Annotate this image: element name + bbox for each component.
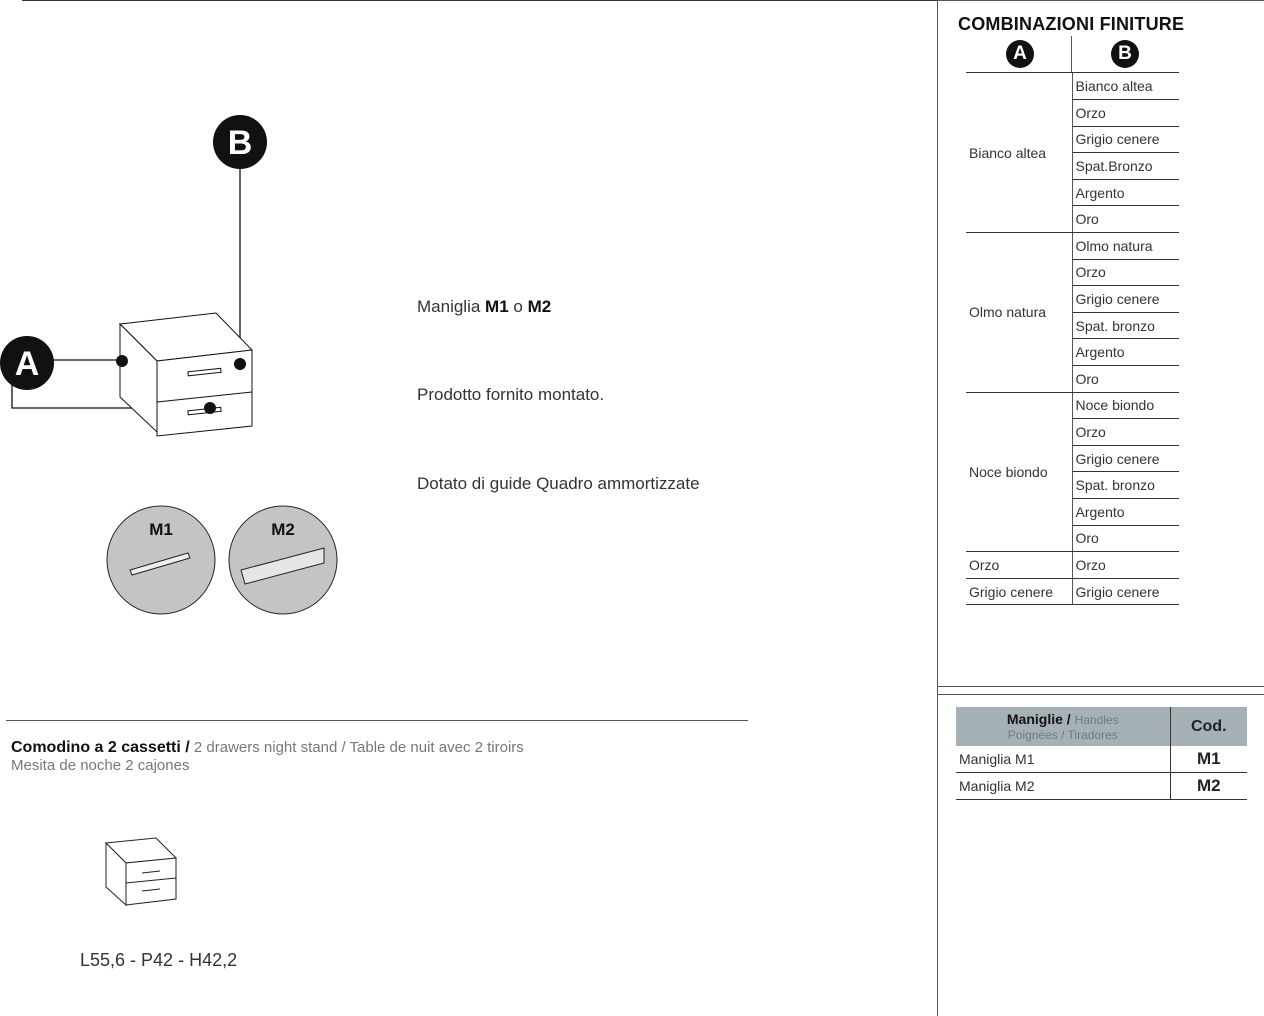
- handles-table: Maniglie / Handles Poignées / Tiradores …: [956, 707, 1247, 800]
- finish-b-cell: Grigio cenere: [1072, 126, 1179, 154]
- product-dimensions: L55,6 - P42 - H42,2: [80, 950, 238, 970]
- finish-a-cell: Olmo natura: [966, 232, 1073, 393]
- finish-b-cell: Orzo: [1072, 259, 1179, 287]
- table-row: Argento: [966, 338, 1179, 367]
- handle-note-m2: M2: [527, 297, 552, 316]
- product-rule: [6, 720, 748, 721]
- handle-m1-swatch: M1: [106, 505, 216, 615]
- finishes-column-divider-head: [1071, 36, 1072, 73]
- top-rule: [22, 0, 938, 1]
- table-row: Spat. bronzo: [966, 471, 1179, 499]
- finish-b-cell: Grigio cenere: [1072, 285, 1179, 313]
- finish-b-cell: Orzo: [1072, 99, 1179, 127]
- table-row: Argento: [966, 179, 1179, 207]
- nightstand-thumbnail: [104, 837, 178, 907]
- label-b-badge-icon: B: [213, 115, 267, 169]
- finish-a-cell: Grigio cenere: [966, 578, 1073, 606]
- finish-b-cell: Orzo: [1072, 551, 1179, 579]
- table-row: Argento: [966, 498, 1179, 526]
- product-title-en-fr: 2 drawers night stand / Table de nuit av…: [189, 739, 524, 756]
- right-panel-box2-top: [938, 694, 1264, 695]
- handle-note-m1: M1: [485, 297, 509, 316]
- assembled-note: Prodotto fornito montato.: [417, 385, 605, 404]
- svg-text:M2: M2: [271, 520, 295, 539]
- finish-a-cell: Bianco altea: [966, 73, 1073, 234]
- handles-header-code: Cod.: [1170, 707, 1247, 746]
- finish-b-cell: Argento: [1072, 338, 1179, 367]
- table-row: Orzo: [966, 418, 1179, 446]
- finish-b-cell: Argento: [1072, 498, 1179, 526]
- product-title: Comodino a 2 cassetti / 2 drawers night …: [11, 739, 524, 774]
- product-title-es: Mesita de noche 2 cajones: [11, 757, 190, 774]
- nightstand-drawing: [118, 312, 254, 437]
- table-row: Grigio cenere: [966, 445, 1179, 473]
- finish-b-badge-icon: B: [1111, 40, 1139, 68]
- table-row: Orzo: [966, 99, 1179, 127]
- finish-b-cell: Spat. bronzo: [1072, 471, 1179, 499]
- handle-code: M2: [1170, 772, 1247, 800]
- handles-header-bold: Maniglie /: [1006, 710, 1071, 727]
- finish-b-cell: Spat.Bronzo: [1072, 152, 1179, 180]
- table-row: Maniglia M2 M2: [956, 772, 1247, 800]
- finish-b-cell: Orzo: [1072, 418, 1179, 446]
- finish-a-badge-icon: A: [1006, 40, 1034, 68]
- guides-note: Dotato di guide Quadro ammortizzate: [417, 474, 700, 493]
- table-row: Orzo: [966, 259, 1179, 287]
- handles-header-fr-es: Poignées / Tiradores: [1007, 727, 1118, 742]
- finish-b-cell: Oro: [1072, 525, 1179, 553]
- finish-b-cell: Spat. bronzo: [1072, 312, 1179, 340]
- finish-b-cell: Grigio cenere: [1072, 445, 1179, 473]
- svg-text:M1: M1: [149, 520, 173, 539]
- right-panel-box-bottom: [938, 686, 1264, 687]
- nightstand-diagram: B A M1 M2: [0, 115, 338, 615]
- table-row: Spat. bronzo: [966, 312, 1179, 340]
- finish-b-cell: Noce biondo: [1072, 392, 1179, 420]
- right-panel-top-rule: [938, 0, 1264, 1]
- callout-dots: [116, 355, 246, 414]
- handle-code: M1: [1170, 746, 1247, 774]
- table-row: Oro: [966, 365, 1179, 393]
- table-row: Spat.Bronzo: [966, 152, 1179, 180]
- finish-b-cell: Olmo natura: [1072, 232, 1179, 260]
- finishes-head-rule: [966, 72, 1179, 73]
- finish-b-cell: Grigio cenere: [1072, 578, 1179, 606]
- product-title-it: Comodino a 2 cassetti /: [11, 739, 190, 756]
- handles-header-en: Handles: [1074, 712, 1119, 727]
- handle-note: Maniglia M1 o M2: [417, 297, 551, 317]
- finish-a-cell: Noce biondo: [966, 392, 1073, 553]
- table-row: Maniglia M1 M1: [956, 746, 1247, 774]
- table-row: Oro: [966, 525, 1179, 553]
- handle-note-prefix: Maniglia: [417, 297, 486, 316]
- right-panel-divider: [937, 0, 938, 1016]
- finish-b-cell: Oro: [1072, 365, 1179, 393]
- svg-text:A: A: [15, 345, 40, 383]
- label-a-badge-icon: A: [0, 336, 54, 390]
- finish-b-cell: Argento: [1072, 179, 1179, 207]
- handle-name: Maniglia M1: [956, 746, 1171, 774]
- svg-text:B: B: [228, 124, 253, 162]
- finishes-title: COMBINAZIONI FINITURE: [958, 14, 1185, 34]
- finish-a-cell: Orzo: [966, 551, 1073, 579]
- table-row: Oro: [966, 205, 1179, 234]
- finish-b-cell: Oro: [1072, 205, 1179, 234]
- handle-m2-swatch: M2: [228, 505, 338, 615]
- handle-name: Maniglia M2: [956, 772, 1171, 800]
- table-row: Grigio cenere: [966, 126, 1179, 154]
- finish-b-cell: Bianco altea: [1072, 73, 1179, 101]
- handle-note-or: o: [508, 297, 528, 316]
- table-row: Grigio cenere: [966, 285, 1179, 313]
